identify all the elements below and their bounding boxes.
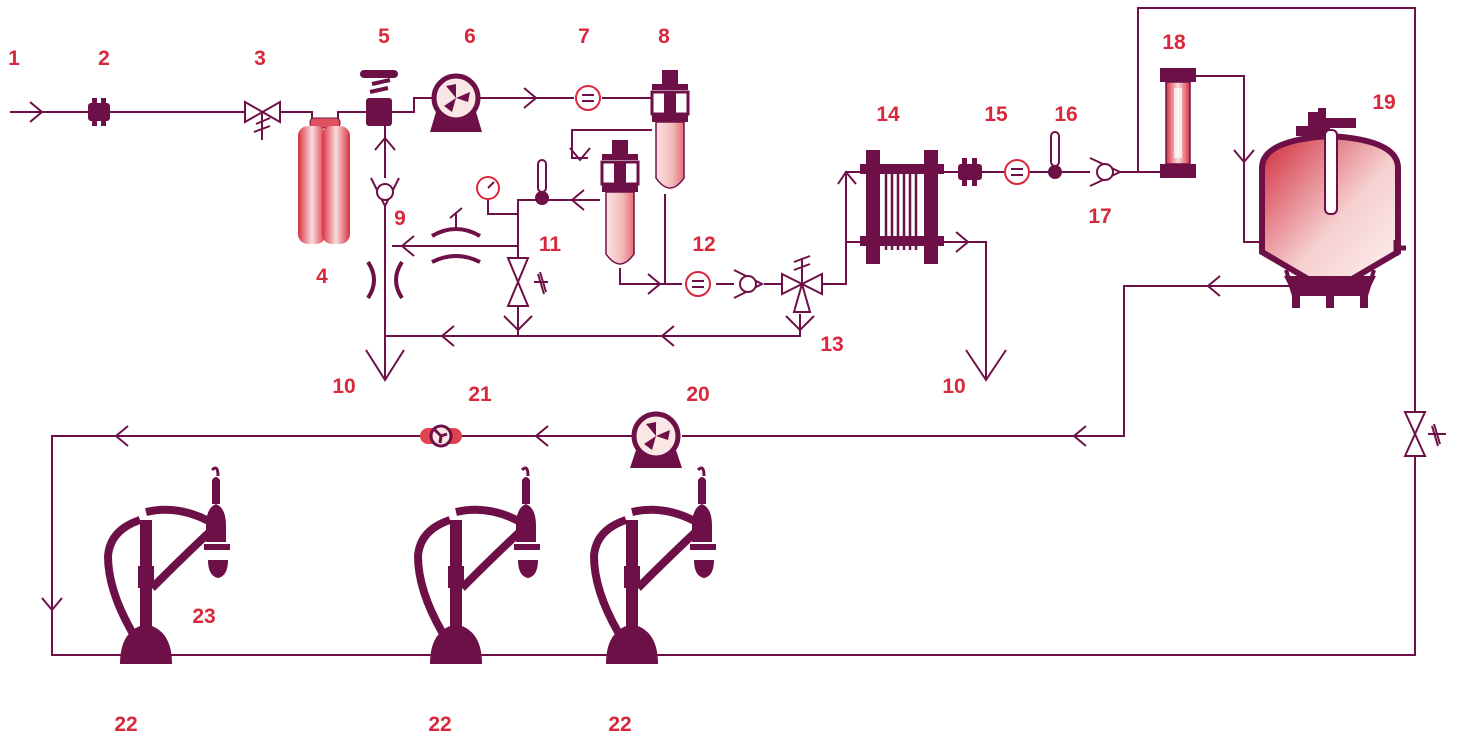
label-4: 4 bbox=[316, 265, 328, 288]
solenoid-valve-icon bbox=[360, 70, 398, 126]
label-8: 8 bbox=[658, 25, 670, 48]
label-11: 11 bbox=[538, 233, 562, 256]
label-20: 20 bbox=[686, 383, 710, 406]
needle-valve-icon bbox=[506, 257, 548, 307]
label-2: 2 bbox=[98, 47, 110, 70]
dispense-tap-icon bbox=[103, 466, 230, 664]
pump-icon bbox=[630, 411, 682, 468]
label-16: 16 bbox=[1054, 103, 1078, 126]
inline-filter-icon bbox=[958, 158, 982, 186]
check-valve-icon bbox=[733, 269, 765, 299]
sight-glass-icon bbox=[1160, 68, 1196, 178]
flowmeter-icon bbox=[685, 271, 711, 297]
pressure-gauge-icon bbox=[476, 176, 500, 200]
label-22-third: 22 bbox=[608, 713, 632, 736]
label-3: 3 bbox=[254, 47, 266, 70]
label-9: 9 bbox=[394, 207, 406, 230]
flow-arrows bbox=[29, 87, 1255, 612]
plate-heat-exchanger-icon bbox=[860, 150, 944, 264]
thermometer-icon bbox=[1048, 131, 1062, 179]
three-way-valve-icon bbox=[781, 255, 823, 313]
label-22-first: 22 bbox=[114, 713, 138, 736]
check-valve-icon bbox=[1089, 157, 1123, 187]
label-6: 6 bbox=[464, 25, 476, 48]
label-7: 7 bbox=[578, 25, 590, 48]
aerator-icon bbox=[430, 207, 482, 264]
pressure-tank-icon bbox=[1259, 108, 1406, 308]
label-17: 17 bbox=[1088, 205, 1112, 228]
label-12: 12 bbox=[692, 233, 716, 256]
label-1: 1 bbox=[8, 47, 20, 70]
orifice-icon bbox=[366, 260, 404, 300]
filter-housing-icon bbox=[650, 70, 690, 189]
flowmeter-icon bbox=[1004, 159, 1030, 185]
label-21: 21 bbox=[468, 383, 492, 406]
label-10-right: 10 bbox=[942, 375, 966, 398]
label-15: 15 bbox=[984, 103, 1008, 126]
gas-cylinders-icon bbox=[298, 117, 350, 244]
flowmeter-icon bbox=[575, 85, 601, 111]
label-13: 13 bbox=[820, 333, 844, 356]
label-23: 23 bbox=[192, 605, 216, 628]
needle-valve-icon bbox=[1403, 411, 1446, 457]
thermometer-icon bbox=[535, 159, 549, 205]
filter-housing-icon bbox=[600, 140, 640, 265]
pump-icon bbox=[430, 73, 482, 132]
inline-filter-icon bbox=[88, 98, 110, 126]
small-pump-icon bbox=[420, 424, 462, 448]
label-18: 18 bbox=[1162, 31, 1186, 54]
label-19: 19 bbox=[1372, 91, 1396, 114]
label-22-second: 22 bbox=[428, 713, 452, 736]
dispense-tap-icon bbox=[594, 468, 716, 664]
piping bbox=[10, 7, 1416, 656]
label-14: 14 bbox=[876, 103, 900, 126]
label-5: 5 bbox=[378, 25, 390, 48]
dispense-tap-icon bbox=[418, 468, 540, 664]
label-10-left: 10 bbox=[332, 375, 356, 398]
pressure-regulator-icon bbox=[244, 100, 281, 140]
check-valve-icon bbox=[370, 177, 400, 209]
